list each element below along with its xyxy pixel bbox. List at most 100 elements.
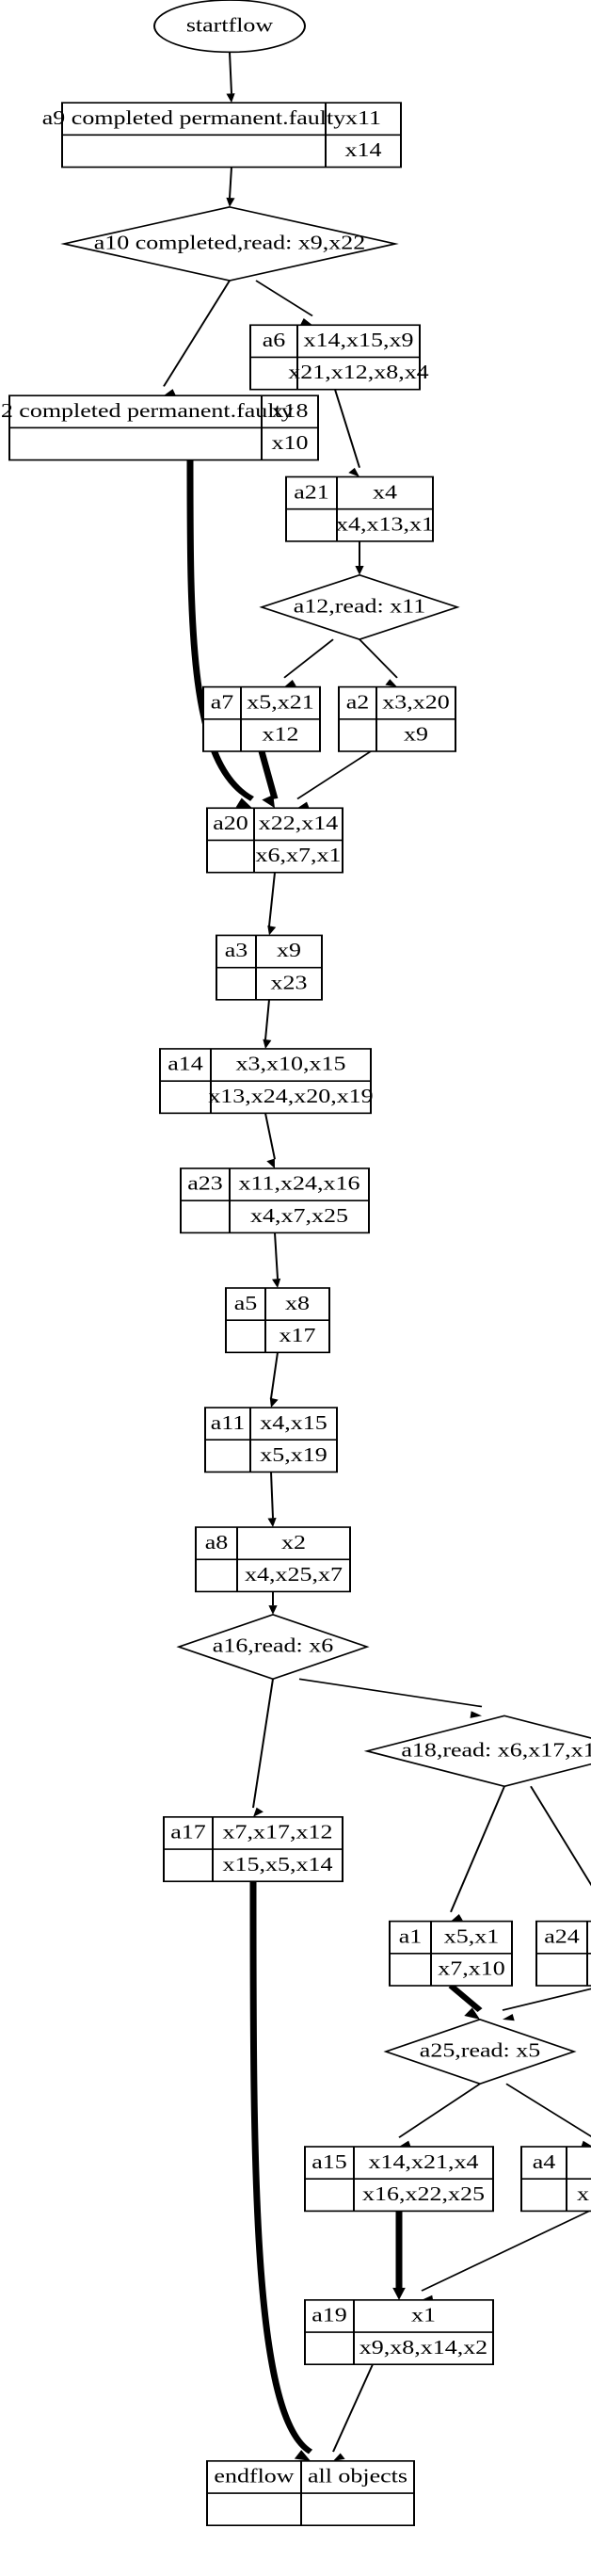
edge-a11-to-a8 [267,1472,277,1528]
cell-bottom-right-a5: x17 [280,1325,316,1346]
edge-arrowhead [581,2140,591,2148]
edge-line [421,2210,590,2292]
edge-a5-to-a11 [269,1352,279,1409]
edge-a7-to-a20 [258,750,279,809]
edges-layer [163,52,591,2461]
edge-a15-to-a19 [392,2211,406,2300]
cell-top-right-a20: x22,x14 [259,813,339,834]
edge-a6-to-a21 [334,389,360,477]
node-label-a16: a16,read: x6 [213,1635,334,1657]
edge-a1-to-a25 [448,1984,483,2020]
cell-top-right-a23: x11,x24,x16 [239,1173,360,1195]
edge-arrowhead [392,2287,406,2300]
edge-arrowhead [385,679,397,687]
node-a16[interactable]: a16,read: x6 [176,1614,370,1681]
edge-arrowhead [451,1913,463,1922]
edge-arrowhead [503,2013,515,2021]
edge-a18-to-a24 [530,1785,591,1887]
edge-arrowhead [269,1397,279,1409]
edge-a16-to-a17 [252,1679,274,1817]
node-endflow[interactable]: endflow all objects [206,2460,415,2527]
cell-top-left-a6: a6 [263,330,286,351]
edge-arrowhead [297,801,310,809]
cell-top-left-a15: a15 [311,2151,347,2173]
node-shape-diamond [363,1715,591,1788]
edge-line [255,280,313,317]
edge-line [450,1786,505,1913]
edge-arrowhead [300,318,312,326]
edge-a12-to-a7 [283,638,334,687]
cell-top-left-a2: a2 [346,692,370,714]
edge-arrowhead [399,2140,411,2148]
cell-bottom-right-a15: x16,x22,x25 [362,2183,485,2205]
edge-line [270,1352,279,1399]
cell-top-right-a22: x18 [272,400,309,422]
edge-line [334,389,360,468]
node-a24[interactable]: a24x17,x8,x19x2 [535,1920,591,1987]
node-startflow[interactable]: startflow [153,0,306,54]
edge-arrowhead [253,1807,264,1817]
cell-top-right-a17: x7,x17,x12 [223,1822,333,1843]
cell-bottom-right-a22: x10 [272,432,309,454]
edge-a19-to-endflow [332,2363,374,2461]
node-label-a25: a25,read: x5 [420,2040,540,2062]
edge-line [502,1988,591,2011]
node-a12[interactable]: a12,read: x11 [259,573,460,640]
cell-bottom-right-a4: x10,x25,x18 [577,2183,591,2205]
cell-bottom-right-a19: x9,x8,x14,x2 [359,2337,487,2359]
cell-bottom-right-a2: x9 [404,724,428,746]
edge-a9-to-a10 [226,167,235,207]
edge-a8-to-a16 [268,1591,278,1615]
edge-arrowhead [226,93,235,104]
edge-arrowhead [267,1518,277,1528]
cell-bottom-right-a9: x14 [345,139,382,161]
node-a4[interactable]: a4x4,x6x10,x25,x18 [520,2146,591,2213]
cell-top-left-a5: a5 [234,1293,258,1314]
cell-top-left-endflow: endflow [214,2466,294,2487]
edge-line [264,999,270,1040]
cell-top-right-a7: x5,x21 [247,692,313,714]
node-a25[interactable]: a25,read: x5 [383,2018,577,2085]
cell-top-right-a6: x14,x15,x9 [304,330,414,351]
cell-top-right-a21: x4 [373,481,397,503]
cell-top-left-a4: a4 [533,2151,556,2173]
cell-top-left-a9: a9 completed permanent.faulty [42,107,346,129]
node-a18[interactable]: a18,read: x6,x17,x13 [363,1715,591,1788]
edge-line [186,459,254,801]
cell-bottom-right-a7: x12 [263,724,299,746]
edge-arrowhead [226,197,235,207]
edge-a21-to-a12 [355,540,364,575]
edge-arrowhead [333,2453,345,2461]
edge-line [359,638,398,679]
edge-arrowhead [294,2450,311,2461]
edge-a2-to-a20 [296,750,372,809]
node-label-startflow: startflow [186,14,273,36]
edge-line [270,1472,274,1519]
edge-a4-to-a19 [421,2210,590,2303]
node-shape-diamond [383,2018,577,2085]
cell-top-right-endflow: all objects [308,2466,407,2487]
cell-bottom-right-a21: x4,x13,x1 [336,514,434,536]
edge-line [264,1113,276,1160]
edge-line [229,52,232,94]
edge-arrowhead [235,797,252,809]
cell-top-left-a22: a22 completed permanent.faulty [0,400,294,422]
node-a10[interactable]: a10 completed,read: x9,x22 [60,206,399,282]
